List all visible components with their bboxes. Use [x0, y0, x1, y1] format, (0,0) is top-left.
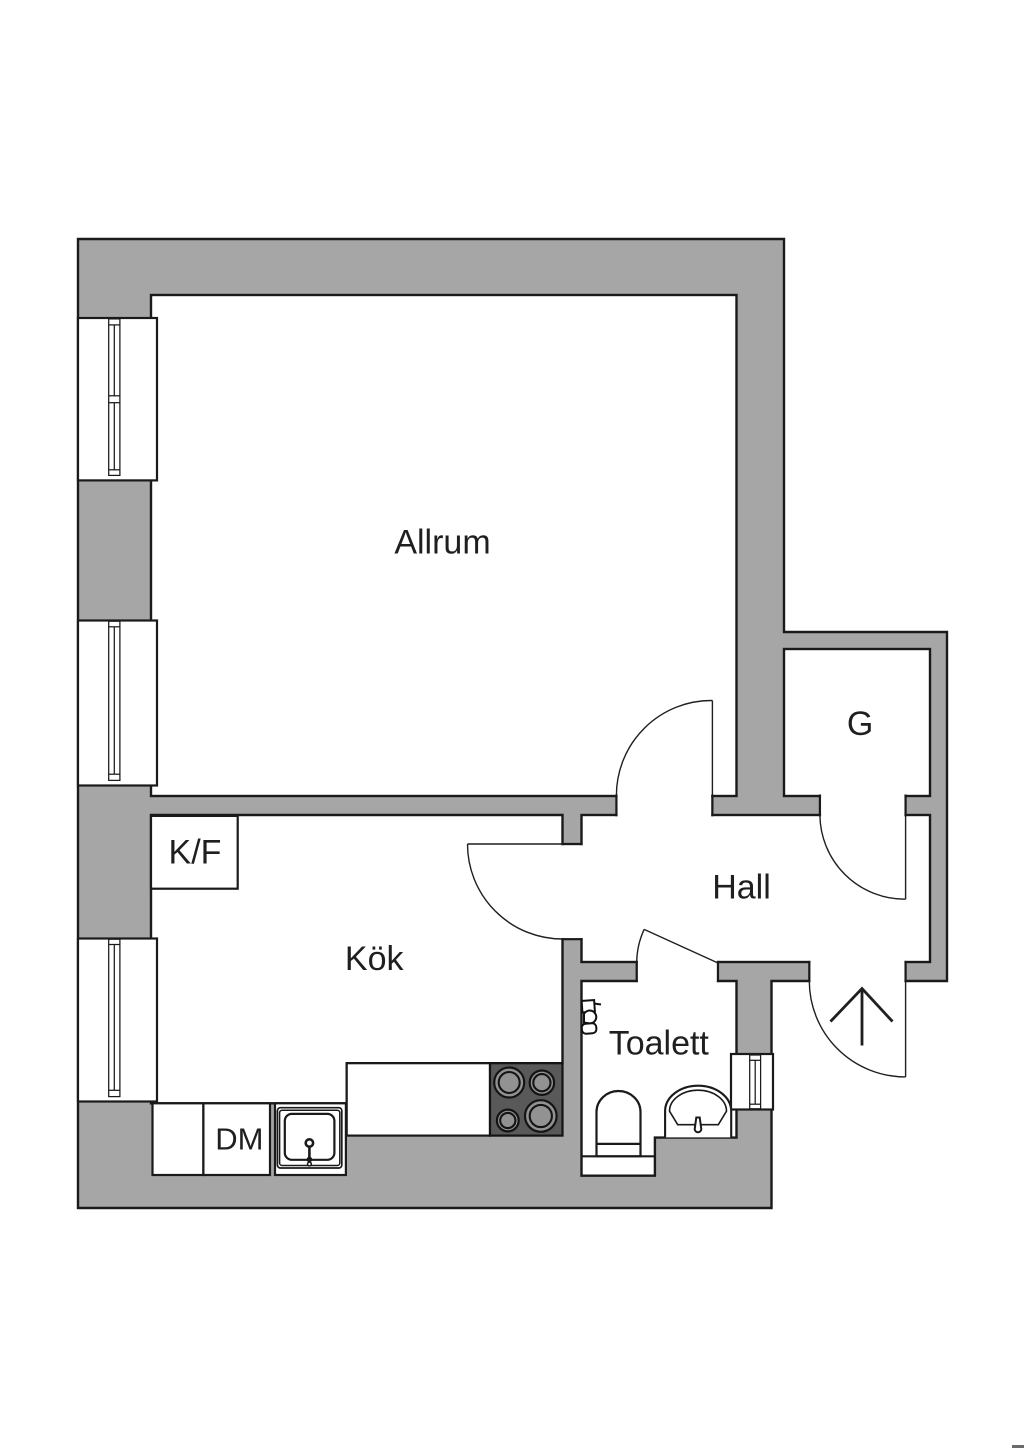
svg-text:K/F: K/F [169, 834, 222, 872]
svg-text:DM: DM [215, 1122, 263, 1157]
svg-text:Allrum: Allrum [394, 524, 490, 562]
svg-text:Toalett: Toalett [609, 1024, 710, 1062]
svg-text:Kök: Kök [345, 940, 405, 978]
svg-text:G: G [847, 705, 873, 743]
svg-text:Hall: Hall [712, 869, 771, 907]
